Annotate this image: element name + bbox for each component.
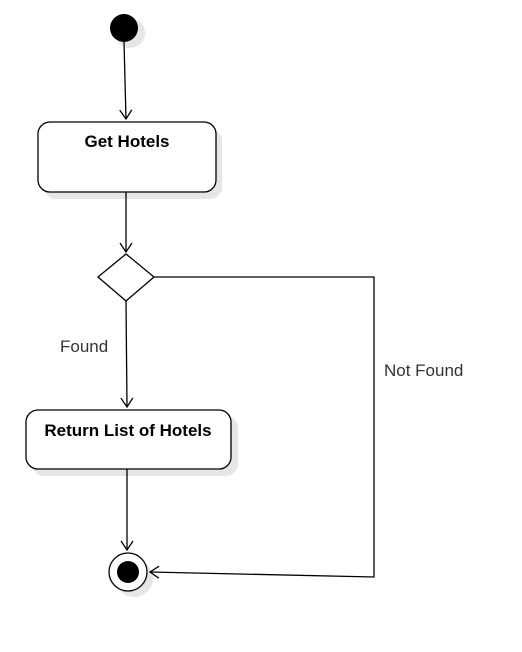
edge-decision-to-return-list [120, 300, 134, 409]
activity-get-hotels[interactable]: Get Hotels [37, 121, 217, 193]
shadows [32, 18, 238, 597]
activity-return-list-label: Return List of Hotels [44, 421, 211, 440]
initial-node[interactable] [110, 14, 138, 42]
edge-not-found [148, 276, 375, 579]
activity-return-list[interactable]: Return List of Hotels [25, 409, 232, 470]
activity-get-hotels-label: Get Hotels [84, 132, 169, 151]
decision-node[interactable] [96, 253, 156, 302]
edge-found-label: Found [60, 337, 108, 356]
edge-not-found-label: Not Found [384, 361, 463, 380]
edge-start-to-get-hotels [119, 41, 133, 121]
final-node[interactable] [108, 552, 148, 592]
